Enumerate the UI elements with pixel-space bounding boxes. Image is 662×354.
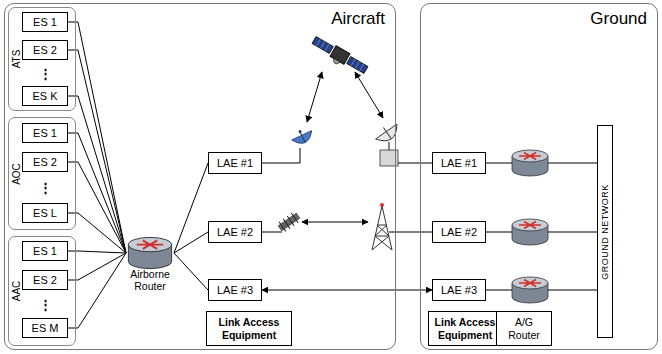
ellipsis-mark: ⋮	[39, 181, 52, 194]
box-label: ES 1	[33, 127, 57, 139]
link-line	[68, 50, 126, 253]
group-label: ATS	[11, 50, 22, 69]
link-access-box: LAE #2	[208, 221, 262, 243]
end-system-box: ES 1	[22, 12, 68, 32]
box-label: ES M	[32, 322, 59, 334]
link-line	[68, 162, 126, 253]
region-heading: Ground	[590, 9, 647, 29]
link-access-box: LAE #1	[208, 152, 262, 174]
antenna-wire	[262, 232, 282, 233]
box-label: ES 2	[33, 274, 57, 286]
bar-label: GROUND NETWORK	[600, 184, 610, 280]
ellipsis-mark: ⋮	[39, 298, 52, 311]
router-icon	[128, 237, 171, 268]
ground-dish-icon	[373, 120, 402, 166]
end-system-box: ES K	[22, 86, 68, 106]
link-line	[68, 251, 126, 253]
end-system-box: ES L	[22, 203, 68, 223]
box-label: ES 1	[33, 245, 57, 257]
dish-wire	[398, 163, 432, 164]
box-label: ES 2	[33, 44, 57, 56]
ellipsis-mark: ⋮	[39, 67, 52, 80]
link-line	[174, 253, 208, 290]
region-heading: Aircraft	[331, 9, 385, 29]
link-access-box: LAE #3	[208, 279, 262, 301]
link-access-box: LAE #2	[432, 221, 486, 243]
router-icon	[512, 277, 548, 303]
link-line	[174, 232, 208, 253]
caption-text: Link Access Equipment	[429, 316, 501, 340]
aircraft-dish-icon	[289, 126, 315, 148]
end-system-box: ES 2	[22, 40, 68, 60]
box-label: ES K	[32, 90, 57, 102]
link-line	[68, 133, 126, 253]
box-label: LAE #3	[441, 284, 477, 296]
region-panel: GroundLAE #1 LAE #2 LAE #3 GROUND NETWORK Li…	[420, 3, 658, 350]
link-line	[68, 213, 126, 253]
ground-wires	[486, 163, 597, 290]
end-system-box: ES 1	[22, 123, 68, 143]
link-access-box: LAE #1	[432, 152, 486, 174]
box-label: ES 2	[33, 156, 57, 168]
radio-link-arrow	[307, 72, 322, 122]
end-system-box: ES 2	[22, 152, 68, 172]
box-label: LAE #2	[217, 226, 253, 238]
link-line	[174, 163, 208, 253]
caption-box: Link Access Equipment	[206, 311, 292, 346]
router-icon	[512, 219, 548, 245]
system-group: AAC ES 1 ES 2 ES M	[8, 236, 76, 346]
caption-text: Link Access Equipment	[207, 316, 291, 340]
link-line	[68, 96, 126, 253]
caption-text: A/G Router	[497, 316, 551, 340]
radio-link-arrow	[302, 222, 368, 223]
router-icon	[512, 150, 548, 176]
system-group: ATS ES 1 ES 2 ES K	[8, 7, 76, 111]
box-label: ES L	[33, 207, 57, 219]
radio-link-arrow	[355, 72, 383, 118]
link-access-box: LAE #3	[432, 279, 486, 301]
link-line	[68, 253, 126, 328]
system-group: AOC ES 1 ES 2 ES L	[8, 117, 76, 230]
end-system-box: ES 2	[22, 270, 68, 290]
end-system-box: ES M	[22, 318, 68, 338]
box-label: LAE #3	[217, 284, 253, 296]
dish-wire	[262, 148, 300, 163]
end-system-box: ES 1	[22, 241, 68, 261]
satellite-icon	[309, 35, 369, 79]
box-label: LAE #2	[441, 226, 477, 238]
group-label: AOC	[11, 163, 22, 185]
router-label: Airborne Router	[126, 269, 174, 292]
box-label: LAE #1	[441, 157, 477, 169]
box-label: LAE #1	[217, 157, 253, 169]
link-line	[262, 290, 432, 291]
radio-tower-icon	[372, 203, 392, 250]
blade-antenna-icon	[277, 211, 302, 233]
box-label: ES 1	[33, 16, 57, 28]
link-line	[68, 22, 126, 253]
group-label: AAC	[11, 281, 22, 302]
caption-box: Link Access Equipment	[428, 311, 502, 346]
network-bar: GROUND NETWORK	[597, 125, 613, 338]
router-node: Airborne Router	[126, 238, 174, 296]
caption-box: A/G Router	[496, 311, 552, 346]
region-panel: AircraftATS ES 1 ES 2 ES K AOC ES 1 ES 2 ES L AA…	[4, 3, 396, 350]
